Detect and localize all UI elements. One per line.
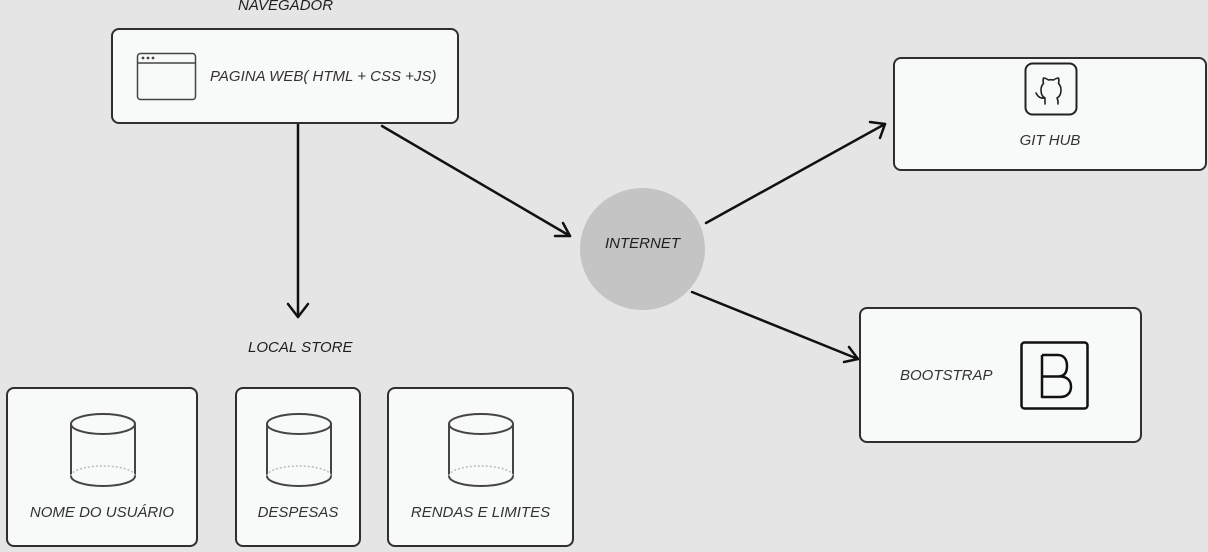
db-label: DESPESAS	[257, 504, 339, 521]
db-box-rendas-limites: RENDAS E LIMITES	[387, 387, 574, 547]
navegador-title: NAVEGADOR	[238, 0, 334, 14]
browser-window-icon	[136, 52, 197, 101]
github-label: GIT HUB	[1019, 132, 1081, 149]
github-icon	[1024, 62, 1078, 116]
arrow-internet-to-bootstrap	[690, 290, 860, 361]
database-icon	[266, 413, 332, 487]
arrow-internet-to-github	[704, 122, 887, 225]
bootstrap-label: BOOTSTRAP	[900, 367, 993, 384]
arrow-browser-to-internet	[380, 124, 572, 238]
web-page-label: PAGINA WEB( HTML + CSS +JS)	[210, 68, 437, 85]
github-box: GIT HUB	[893, 57, 1207, 171]
database-icon	[448, 413, 514, 487]
local-store-title: LOCAL STORE	[248, 339, 353, 356]
db-label: NOME DO USUÁRIO	[29, 504, 175, 521]
bootstrap-icon	[1020, 341, 1089, 410]
bootstrap-box: BOOTSTRAP	[859, 307, 1142, 443]
web-page-box: PAGINA WEB( HTML + CSS +JS)	[111, 28, 459, 124]
internet-node: INTERNET	[580, 188, 705, 310]
internet-label: INTERNET	[605, 235, 680, 252]
db-box-despesas: DESPESAS	[235, 387, 361, 547]
db-label: RENDAS E LIMITES	[410, 504, 551, 521]
database-icon	[70, 413, 136, 487]
db-box-nome-usuario: NOME DO USUÁRIO	[6, 387, 198, 547]
